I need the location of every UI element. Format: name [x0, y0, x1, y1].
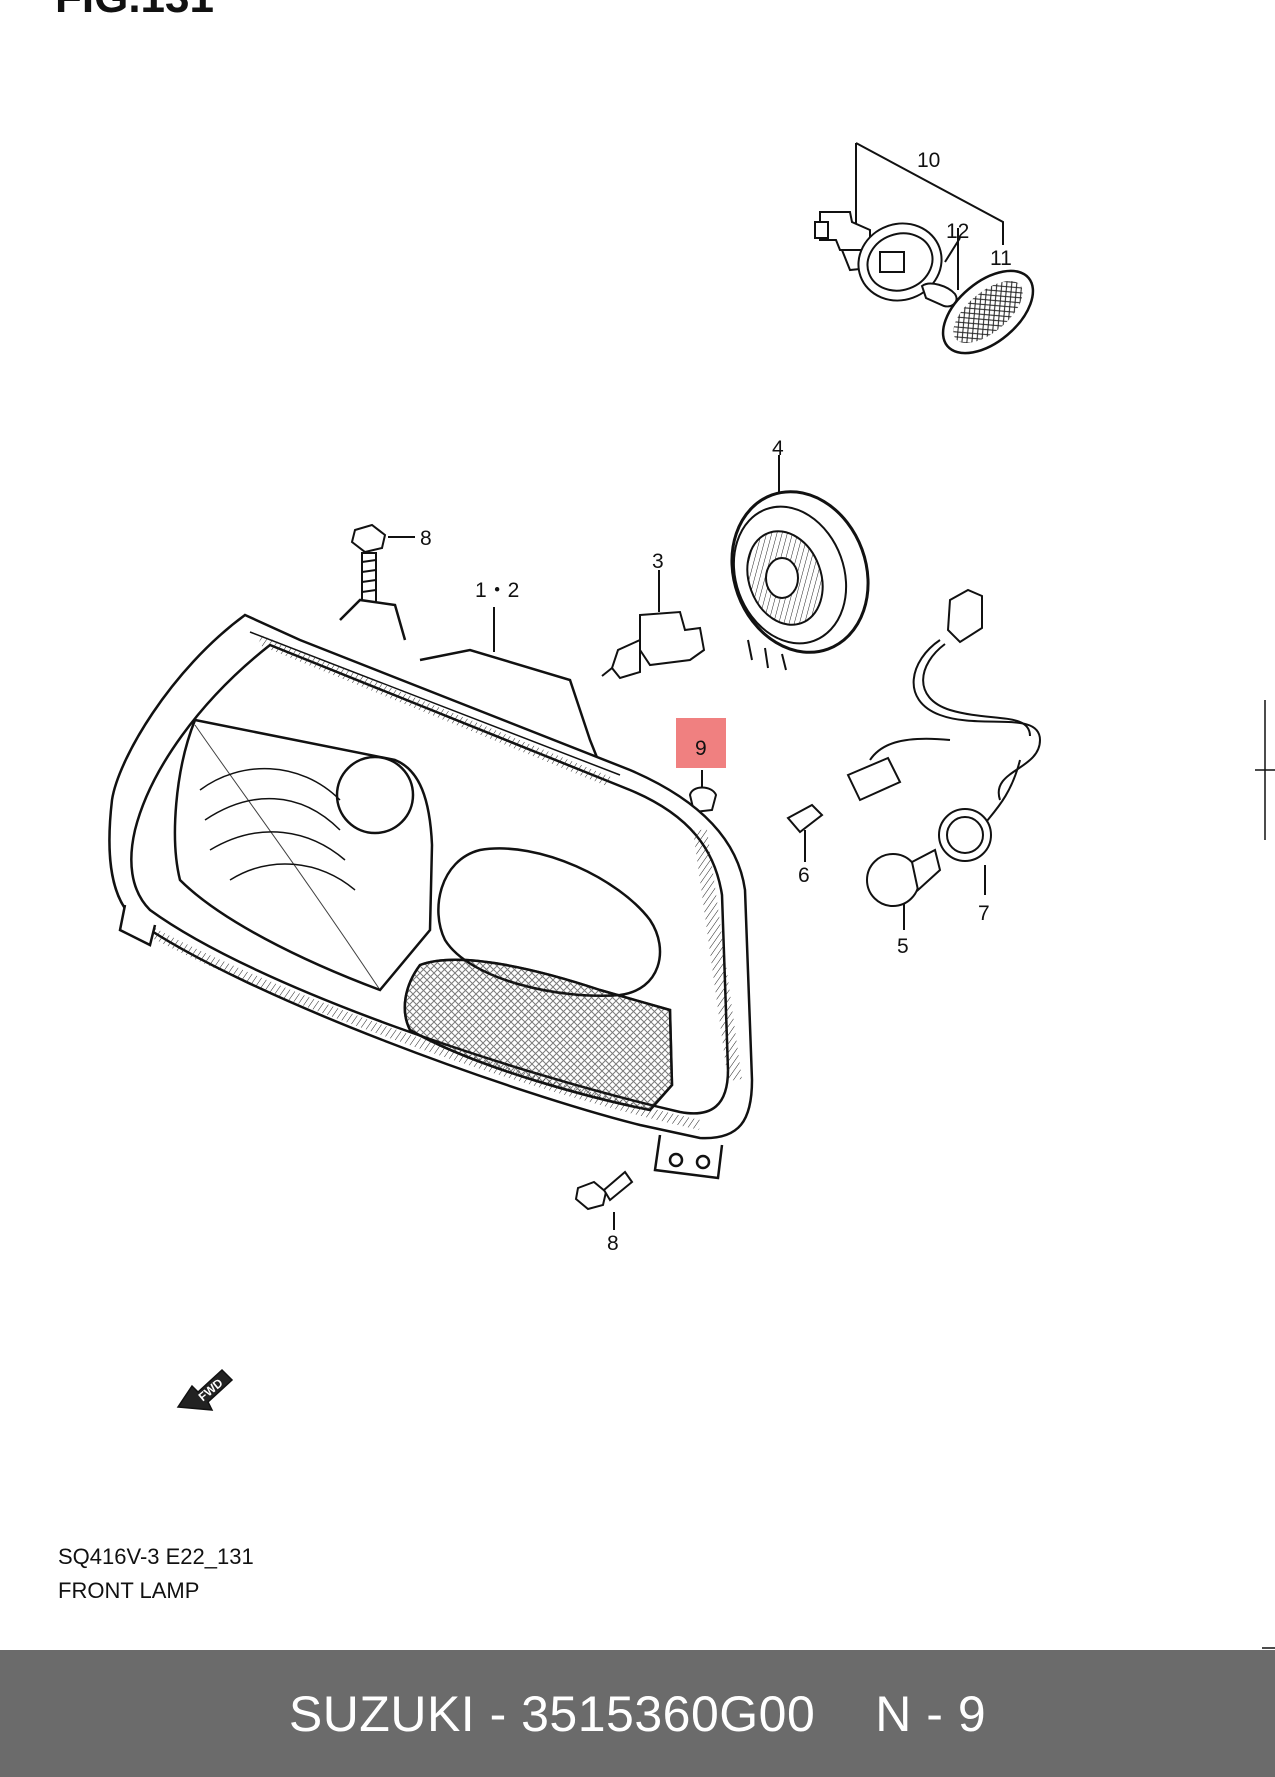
edge-marks — [1255, 700, 1275, 1649]
parts-diagram: FIG.131 — [55, 0, 1275, 1649]
footer-ref: N - 9 — [875, 1685, 987, 1742]
callout-1-2: 1・2 — [475, 579, 519, 602]
diagram-title: FRONT LAMP — [58, 1578, 200, 1603]
callout-8-bottom: 8 — [607, 1232, 619, 1255]
callout-10: 10 — [917, 149, 940, 172]
bulb-part-3 — [601, 570, 706, 680]
callout-9: 9 — [695, 737, 707, 760]
diagram-code: SQ416V-3 E22_131 — [58, 1544, 254, 1569]
callout-3: 3 — [652, 550, 664, 573]
wiring-harness — [786, 588, 1042, 930]
footer-brand-part: SUZUKI - 3515360G00 — [288, 1685, 816, 1742]
callout-6: 6 — [798, 864, 810, 887]
fwd-direction-arrow-icon: FWD — [176, 1368, 234, 1411]
callout-11: 11 — [990, 247, 1012, 270]
callout-5: 5 — [897, 935, 909, 958]
highlight-part-9 — [676, 718, 726, 768]
callout-7: 7 — [978, 902, 990, 925]
side-marker-assembly — [814, 142, 1035, 355]
callout-12: 12 — [946, 220, 969, 243]
bolt-part-8-top — [350, 523, 415, 604]
clip-part-9 — [688, 770, 718, 814]
callout-4: 4 — [772, 437, 784, 460]
callout-8-top: 8 — [420, 527, 432, 550]
headlamp-cap-part-4 — [730, 455, 870, 671]
headlamp-unit-part-1-2 — [108, 598, 754, 1180]
figure-label: FIG.131 — [55, 0, 214, 22]
footer-bar: SUZUKI - 3515360G00 N - 9 — [0, 1650, 1275, 1777]
bolt-part-8-bottom — [574, 1170, 634, 1230]
